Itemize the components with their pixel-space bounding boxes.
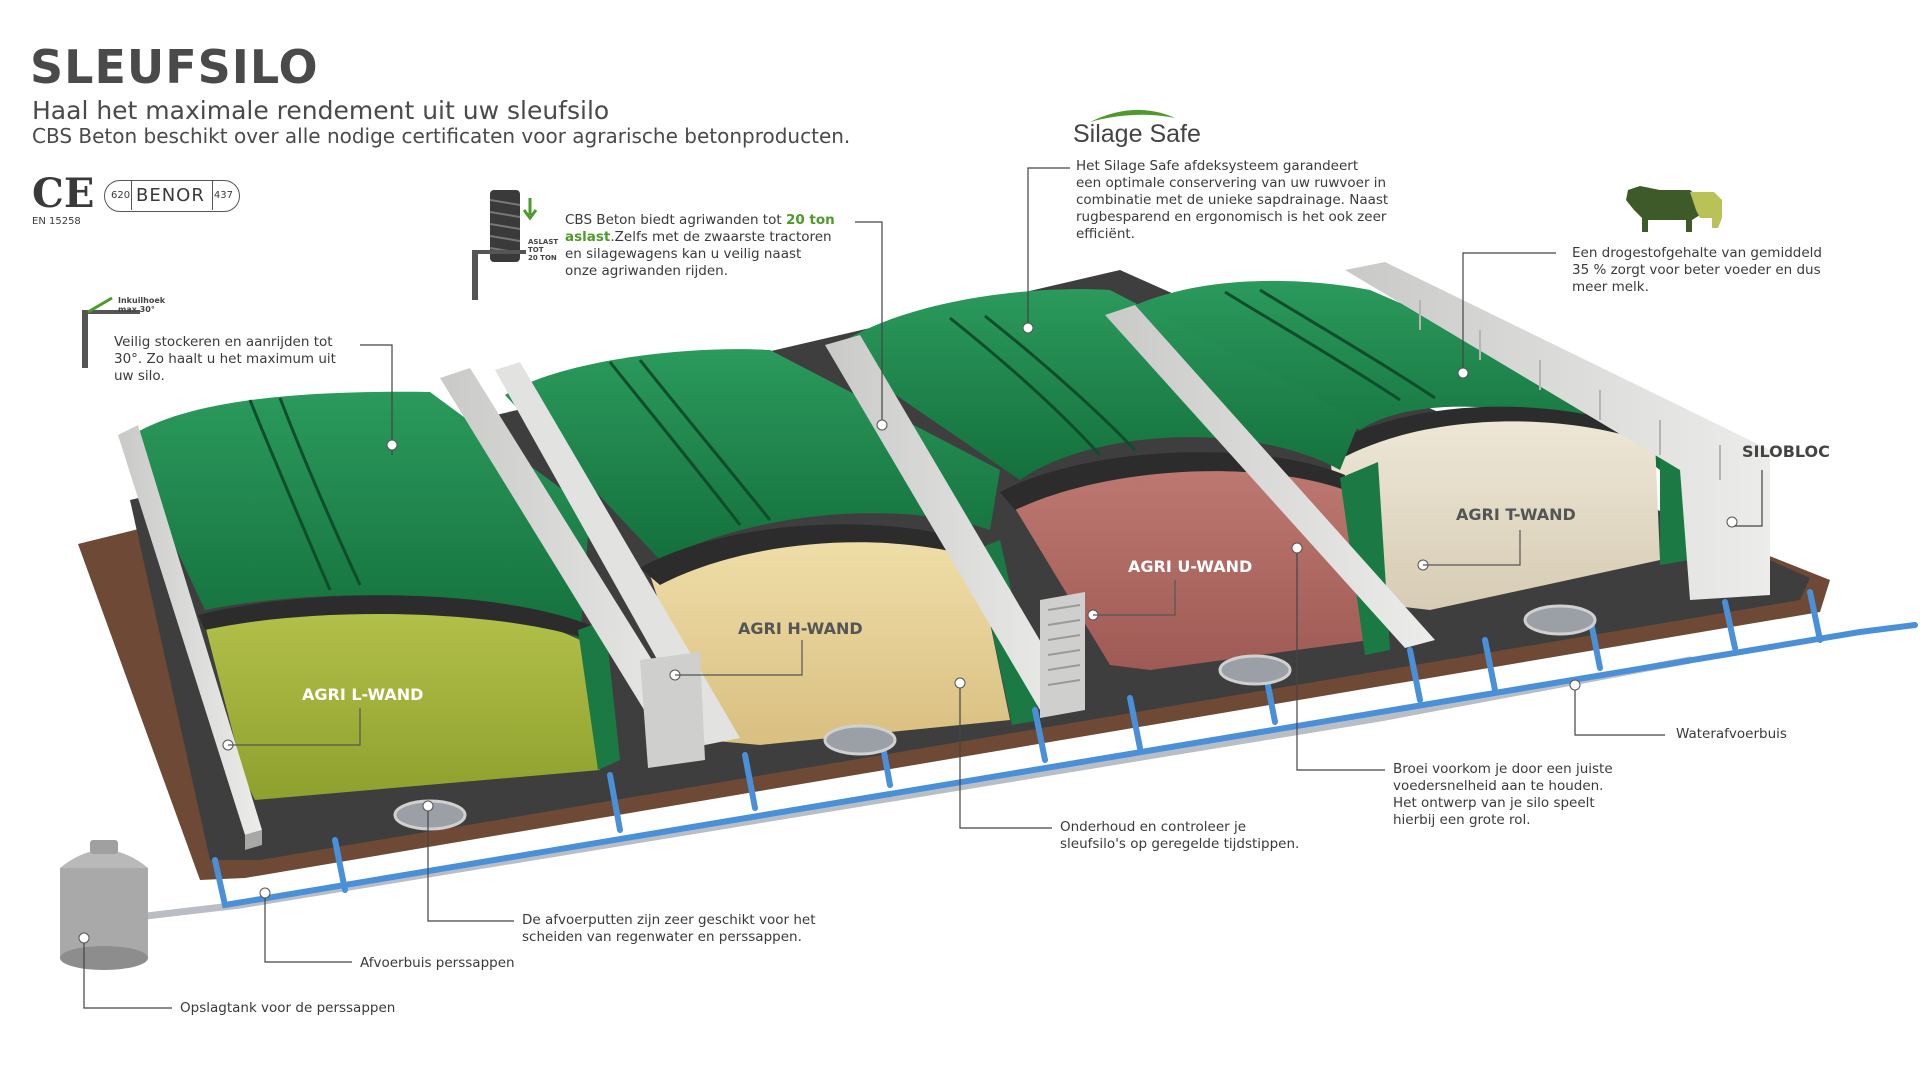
storage-tank xyxy=(60,840,148,970)
cow-icon xyxy=(1626,186,1722,232)
agri-l-wall xyxy=(118,425,262,835)
tarp-edge-bay-1 xyxy=(198,595,590,640)
page-title: SLEUFSILO xyxy=(30,40,319,94)
load-icon-label: ASLAST TOT 20 TON xyxy=(528,238,559,262)
u-wall-steps xyxy=(1047,604,1081,686)
annotation-waterafvoer: Waterafvoerbuis xyxy=(1676,726,1787,742)
silage-safe-brand: Silage Safe xyxy=(1073,120,1201,148)
tarp-bay-2 xyxy=(505,349,1000,560)
tarp-straps xyxy=(248,288,1436,591)
annotation-slope: Veilig stockeren en aanrijden tot 30°. Z… xyxy=(114,334,336,384)
tarp-edge-bay-4 xyxy=(1320,406,1665,465)
leader-lines xyxy=(83,167,1763,1009)
annotation-onderhoud: Onderhoud en controleer je sleufsilo's o… xyxy=(1060,819,1300,852)
agri-h-wall xyxy=(440,368,705,752)
benor-left-number: 620 xyxy=(111,190,131,201)
leader-dots xyxy=(78,322,1738,944)
slope-icon-label: Inkuilhoek max 30° xyxy=(118,296,166,314)
silobloc-wall xyxy=(1345,262,1770,600)
annotation-afvoerputten: De afvoerputten zijn zeer geschikt voor … xyxy=(522,912,816,945)
tractor-wheel-icon xyxy=(472,190,538,300)
silage-white xyxy=(1330,411,1660,610)
benor-badge: 620 BENOR 437 xyxy=(104,180,240,212)
label-silobloc: SILOBLOC xyxy=(1742,442,1830,461)
label-agri-l-wand: AGRI L-WAND xyxy=(302,685,424,704)
benor-right-number: 437 xyxy=(213,190,233,201)
agri-u-wall xyxy=(825,335,1075,710)
annotation-load: CBS Beton biedt agriwanden tot 20 ton as… xyxy=(565,212,835,279)
ce-logo: CE xyxy=(32,170,95,217)
silage-red xyxy=(1010,457,1370,670)
annotation-silage-safe: Het Silage Safe afdeksysteem garandeert … xyxy=(1076,158,1389,242)
label-agri-t-wand: AGRI T-WAND xyxy=(1456,505,1576,524)
annotation-afvoerbuis: Afvoerbuis perssappen xyxy=(360,955,515,971)
silage-grass xyxy=(205,607,600,800)
annotation-opslagtank: Opslagtank voor de perssappen xyxy=(180,1000,396,1016)
tarp-bay-1 xyxy=(125,391,590,640)
silage-safe-logo xyxy=(1090,109,1175,122)
page-tagline: CBS Beton beschikt over alle nodige cert… xyxy=(32,124,851,148)
slope-icon xyxy=(82,296,140,368)
annotation-broei: Broei voorkom je door een juiste voeders… xyxy=(1393,761,1613,828)
label-agri-u-wand: AGRI U-WAND xyxy=(1128,557,1253,576)
tarp-edge-bay-2 xyxy=(640,524,985,585)
annotation-drystof: Een drogestofgehalte van gemiddeld 35 % … xyxy=(1572,245,1822,295)
drain-pits xyxy=(393,604,1597,831)
page-subtitle: Haal het maximale rendement uit uw sleuf… xyxy=(32,96,610,125)
ce-norm: EN 15258 xyxy=(32,216,81,227)
benor-name: BENOR xyxy=(136,185,205,206)
silage-corn xyxy=(650,531,1010,745)
label-agri-h-wand: AGRI H-WAND xyxy=(738,619,863,638)
ce-mark: CE EN 15258 xyxy=(32,170,95,228)
agri-t-wall xyxy=(1105,305,1435,648)
